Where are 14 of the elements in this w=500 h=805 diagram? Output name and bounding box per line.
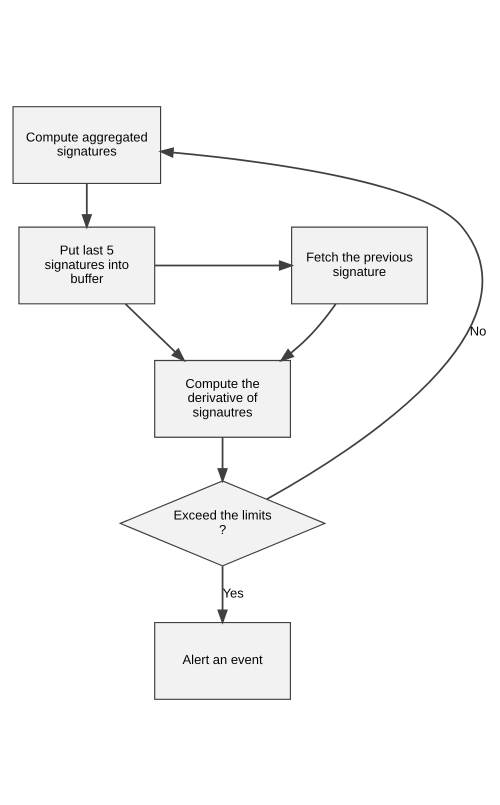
node-box: Fetch the previous signature — [291, 226, 428, 304]
node-box: Put last 5 signatures into buffer — [18, 226, 156, 304]
edge-label: No — [470, 322, 486, 338]
arrow — [81, 183, 92, 229]
arrow — [124, 302, 186, 362]
arrow — [154, 260, 294, 270]
node-box: Compute aggregated signatures — [12, 106, 162, 184]
arrow — [279, 303, 336, 362]
node-box: Compute the derivative of signautres — [154, 359, 292, 438]
arrow — [158, 146, 483, 500]
arrow — [217, 566, 228, 624]
node-diamond: Exceed the limits ? — [118, 480, 326, 566]
arrow — [217, 436, 228, 484]
node-box: Alert an event — [154, 621, 292, 700]
